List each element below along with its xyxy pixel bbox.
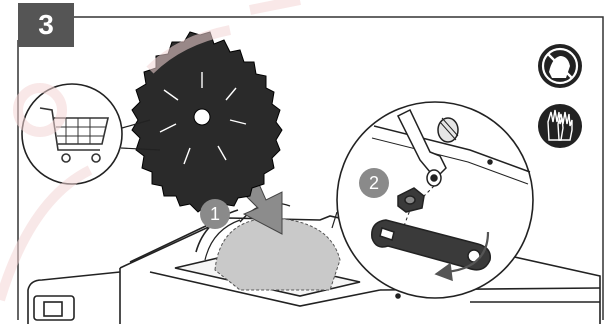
callout-number-2: 2 [359,168,389,198]
wear-gloves-icon [538,104,582,148]
saw-blade [132,32,282,212]
callout-number-1: 1 [200,199,230,229]
step-number-badge: 3 [18,3,74,47]
detail-zoom-circle [332,102,533,298]
no-bare-hands-icon [538,44,582,88]
